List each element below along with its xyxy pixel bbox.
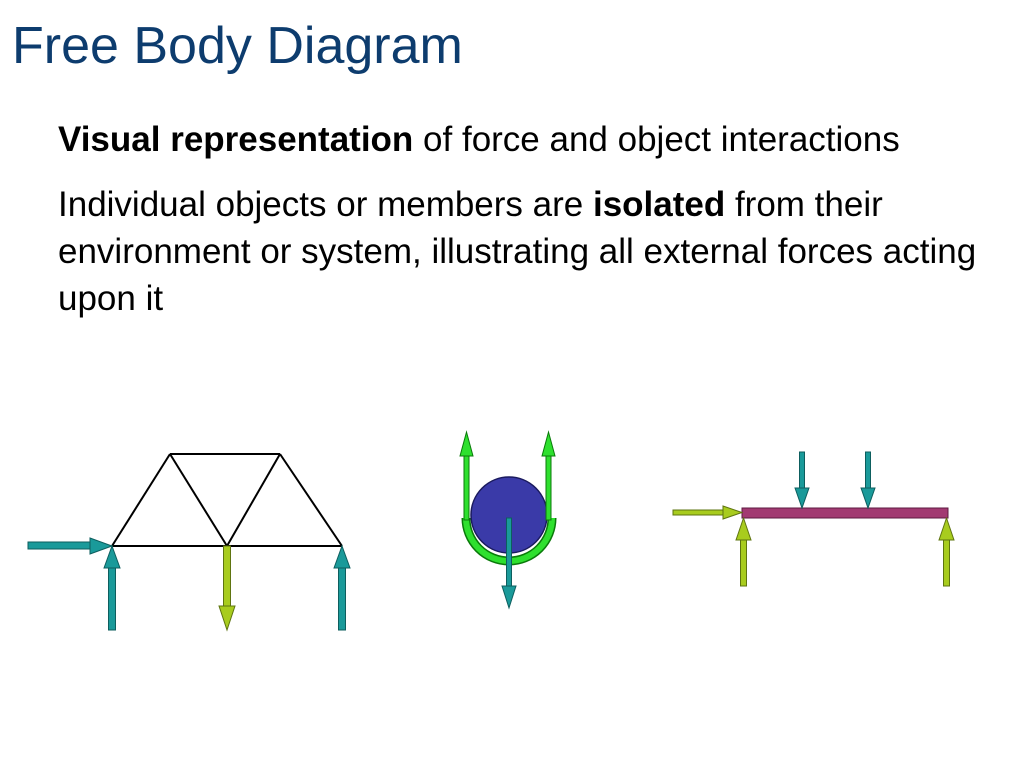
arrow-up-icon xyxy=(103,544,121,631)
bullet-bold-text: Visual representation xyxy=(58,120,414,159)
pulley-diagram-icon xyxy=(459,430,557,610)
arrow-up-icon xyxy=(541,430,556,521)
bullet-bold-text: isolated xyxy=(592,185,726,224)
bullet-visual-representation: Visual representation of force and objec… xyxy=(58,116,978,163)
arrow-up-icon xyxy=(735,516,752,587)
arrow-right-icon xyxy=(672,505,744,520)
truss-diagram-icon xyxy=(27,453,351,632)
bullet-list: Visual representation of force and objec… xyxy=(58,116,978,340)
slide-title: Free Body Diagram xyxy=(12,17,463,75)
arrow-down-icon xyxy=(794,451,810,510)
diagrams-area xyxy=(27,430,955,632)
bullet-lead-text: Individual objects or members are xyxy=(58,185,593,224)
arrow-down-icon xyxy=(860,451,876,510)
beam-diagram-icon xyxy=(672,451,955,587)
beam xyxy=(741,507,949,519)
arrow-down-icon xyxy=(501,517,517,610)
truss-structure xyxy=(111,453,343,547)
arrow-up-icon xyxy=(333,544,351,631)
bullet-isolated: Individual objects or members are isolat… xyxy=(58,181,978,322)
arrow-up-icon xyxy=(938,516,955,587)
arrow-right-icon xyxy=(27,537,114,555)
arrow-up-icon xyxy=(459,430,474,521)
bullet-text: of force and object interactions xyxy=(413,120,900,159)
bullet-text: from their environment or system, illust… xyxy=(58,185,977,318)
arrow-down-icon xyxy=(218,545,236,632)
